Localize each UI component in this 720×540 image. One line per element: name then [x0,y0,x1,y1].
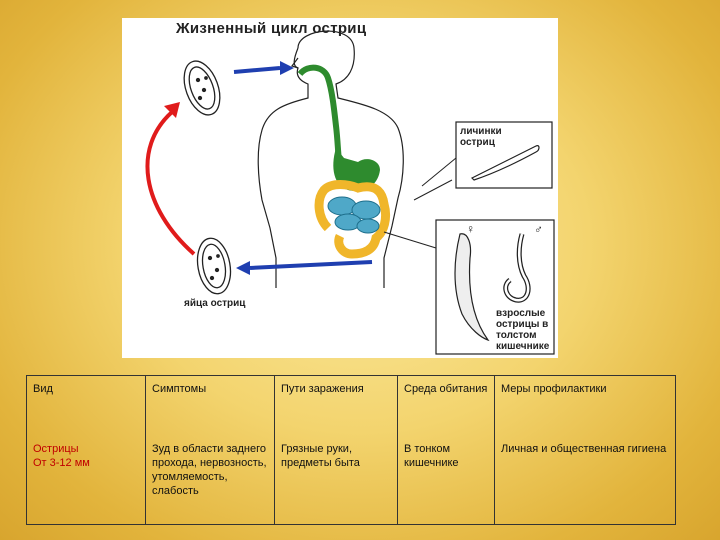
table-header-row: Вид Симптомы Пути заражения Среда обитан… [27,376,676,437]
cell-prevention: Личная и общественная гигиена [495,436,676,525]
cell-species: Острицы От 3-12 мм [27,436,146,525]
adults-label-line2: острицы в [496,319,549,330]
adults-label-line4: кишечнике [496,341,549,352]
diagram-title: Жизненный цикл остриц [176,20,366,37]
header-infection: Пути заражения [275,376,398,437]
egg-top [177,56,226,120]
cell-infection: Грязные руки, предметы быта [275,436,398,525]
cell-symptoms: Зуд в области заднего прохода, нервознос… [146,436,275,525]
header-habitat: Среда обитания [398,376,495,437]
species-name: Острицы [33,442,139,456]
life-cycle-diagram: Жизненный цикл остриц личинки остриц яйц… [122,18,558,358]
cell-habitat: В тонком кишечнике [398,436,495,525]
header-prevention: Меры профилактики [495,376,676,437]
larvae-label-line1: личинки [460,126,502,137]
larvae-label: личинки остриц [460,126,502,148]
adults-label-line3: толстом [496,330,549,341]
species-size: От 3-12 мм [33,456,139,470]
arrow-to-mouth [234,61,294,75]
arrow-cycle-red [147,102,194,254]
larvae-label-line2: остриц [460,137,502,148]
header-species: Вид [27,376,146,437]
adults-label: взрослые острицы в толстом кишечнике [496,308,549,352]
table-row: Острицы От 3-12 мм Зуд в области заднего… [27,436,676,525]
info-table: Вид Симптомы Пути заражения Среда обитан… [26,375,676,525]
small-intestine [328,197,380,233]
adults-label-line1: взрослые [496,308,549,319]
arrow-to-eggs [236,261,372,275]
eggs-label: яйца остриц [184,298,245,309]
female-symbol: ♀ [466,224,475,235]
header-symptoms: Симптомы [146,376,275,437]
egg-bottom [193,236,234,297]
male-symbol: ♂ [534,224,543,235]
